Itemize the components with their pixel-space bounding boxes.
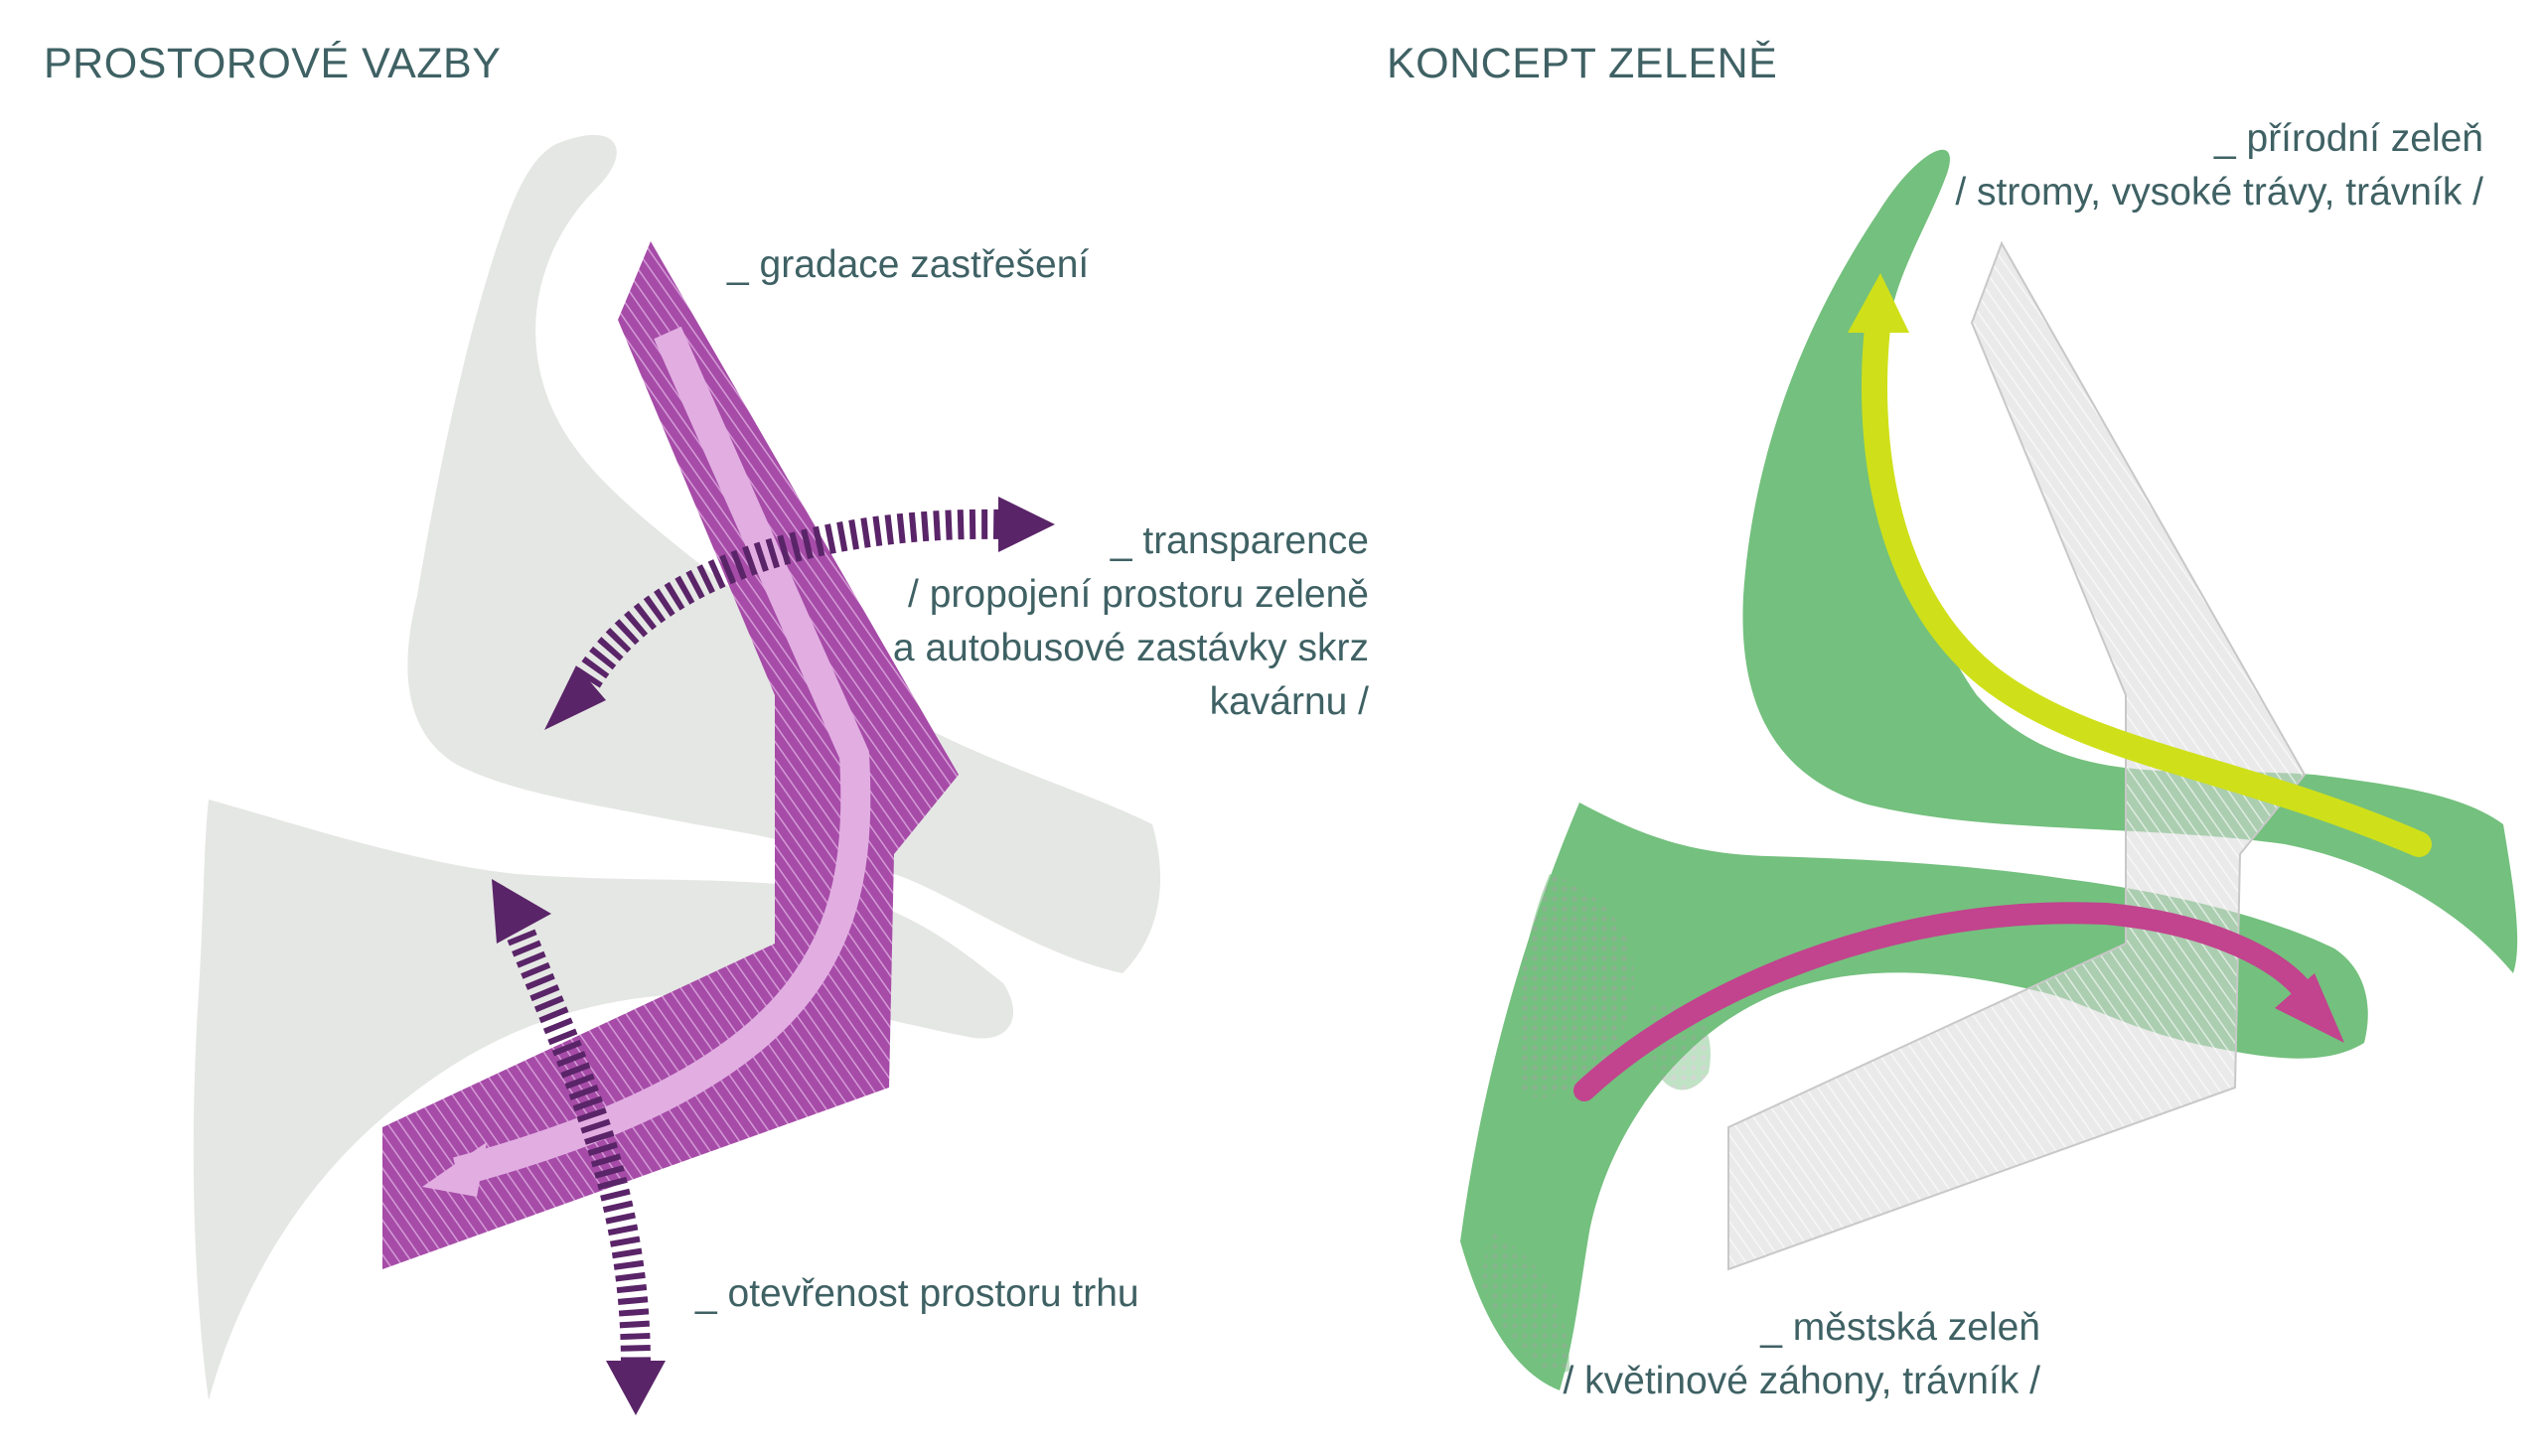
market-arrow-head-bottom xyxy=(606,1361,666,1415)
label-natural-greenery-line: / stromy, vysoké trávy, trávník / xyxy=(1955,171,2483,214)
roof-gradient-arrow-head xyxy=(422,1142,487,1197)
urban-texture-patch xyxy=(1480,1232,1570,1374)
label-roof-gradation: _ gradace zastřešení xyxy=(727,243,1090,286)
transparency-arrow-head-right xyxy=(998,497,1055,552)
urban-greenery-arrow-head xyxy=(2275,973,2344,1043)
label-market-openness: _ otevřenost prostoru trhu xyxy=(695,1272,1139,1315)
label-natural-greenery-line: _ přírodní zeleň xyxy=(2213,117,2483,160)
left-panel-title: PROSTOROVÉ VAZBY xyxy=(44,40,502,87)
right-diagram xyxy=(1460,149,2518,1390)
urban-texture-patch xyxy=(1516,874,1635,1098)
label-transparency-line: kavárnu / xyxy=(1209,680,1369,723)
right-panel-title: KONCEPT ZELENĚ xyxy=(1387,40,1778,87)
urban-greenery-arrow xyxy=(1573,902,2316,1101)
label-urban-greenery: _ městská zeleň / květinové záhony, tráv… xyxy=(1563,1301,2040,1408)
ground-shape-upper xyxy=(407,134,1161,974)
market-arrow-head-top xyxy=(492,879,551,944)
market-arrow xyxy=(503,918,651,1367)
transparency-arrow xyxy=(567,509,1004,698)
label-transparency-line: / propojení prostoru zeleně xyxy=(908,573,1369,616)
label-transparency-line: _ transparence xyxy=(1110,519,1369,562)
left-diagram xyxy=(193,134,1161,1415)
natural-greenery-shape xyxy=(1742,149,2518,974)
label-transparency: _ transparence / propojení prostoru zele… xyxy=(893,514,1369,729)
label-natural-greenery: _ přírodní zeleň / stromy, vysoké trávy,… xyxy=(1955,112,2483,219)
roof-outline-gray xyxy=(1727,240,2307,1271)
transparency-arrow-head-left xyxy=(544,665,606,730)
label-urban-greenery-line: _ městská zeleň xyxy=(1760,1306,2040,1349)
natural-greenery-arrow-head xyxy=(1848,273,1909,333)
label-transparency-line: a autobusové zastávky skrz xyxy=(892,627,1369,669)
label-urban-greenery-line: / květinové záhony, trávník / xyxy=(1563,1360,2040,1402)
natural-greenery-arrow xyxy=(1862,315,2432,857)
roof-band xyxy=(382,241,959,1269)
